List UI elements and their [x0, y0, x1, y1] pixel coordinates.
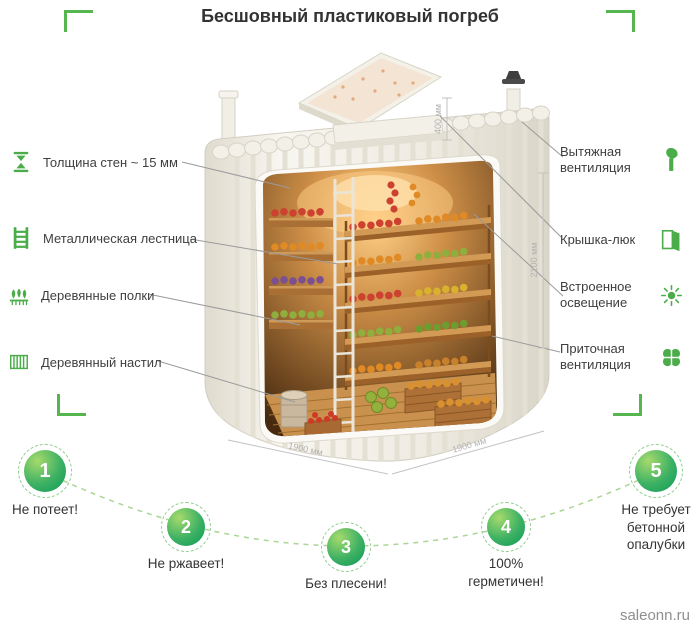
feature-wall-thickness: Толщина стен ~ 15 мм — [8, 148, 178, 176]
benefit-label: Не требует бетонной опалубки — [621, 502, 691, 553]
cellar-cutaway-illustration — [204, 52, 550, 462]
ladder-icon — [8, 224, 34, 252]
benefit-2: 2 Не ржавеет! — [130, 502, 242, 573]
wooden-shelves-icon — [6, 281, 32, 309]
frame-corner-bottom-left — [57, 394, 86, 416]
lighting-icon — [658, 281, 684, 309]
benefit-number-badge: 3 — [321, 522, 371, 572]
benefit-number-badge: 1 — [18, 444, 72, 498]
feature-built-in-lighting: Встроенное освещение — [560, 279, 684, 312]
frame-corner-top-right — [606, 10, 635, 32]
barrel — [280, 390, 308, 428]
feature-label: Толщина стен ~ 15 мм — [43, 154, 178, 170]
benefit-3: 3 Без плесени! — [290, 522, 402, 593]
feature-label: Приточная вентиляция — [560, 341, 631, 373]
hanging-produce — [386, 181, 421, 213]
benefit-number-badge: 5 — [629, 444, 683, 498]
wooden-decking-icon — [6, 348, 32, 376]
feature-label: Металлическая лестница — [43, 230, 197, 246]
feature-hatch-cover: Крышка-люк — [560, 226, 684, 254]
feature-metal-ladder: Металлическая лестница — [8, 224, 197, 252]
hatch-door-icon — [658, 226, 684, 254]
interior-contents — [265, 171, 497, 437]
benefit-label: Без плесени! — [305, 576, 387, 591]
exhaust-vent-icon — [658, 146, 684, 174]
watermark: saleonn.ru — [619, 607, 690, 624]
benefit-label: Не ржавеет! — [147, 556, 225, 571]
feature-label: Деревянные полки — [41, 287, 155, 303]
benefit-4: 4 100% герметичен! — [450, 502, 562, 590]
benefit-5: 5 Не требует бетонной опалубки — [600, 444, 700, 554]
supply-vent-icon — [658, 343, 684, 371]
frame-corner-bottom-right — [613, 394, 642, 416]
wall-thickness-icon — [8, 148, 34, 176]
feature-wooden-shelves: Деревянные полки — [6, 281, 154, 309]
benefit-label: Не потеет! — [11, 502, 79, 517]
benefit-label: 100% герметичен! — [468, 556, 544, 589]
feature-label: Деревянный настил — [41, 354, 162, 370]
feature-wooden-decking: Деревянный настил — [6, 348, 162, 376]
benefit-number-badge: 2 — [161, 502, 211, 552]
feature-exhaust-ventilation: Вытяжная вентиляция — [560, 144, 684, 177]
benefit-1: 1 Не потеет! — [0, 444, 101, 519]
interior-ladder — [333, 177, 355, 435]
benefit-number-badge: 4 — [481, 502, 531, 552]
feature-supply-ventilation: Приточная вентиляция — [560, 341, 684, 374]
cabbages — [365, 387, 397, 413]
page-title: Бесшовный пластиковый погреб — [201, 6, 499, 26]
feature-label: Крышка-люк — [560, 231, 636, 247]
feature-label: Встроенное освещение — [560, 279, 632, 311]
feature-label: Вытяжная вентиляция — [560, 144, 631, 176]
frame-corner-top-left — [64, 10, 93, 32]
